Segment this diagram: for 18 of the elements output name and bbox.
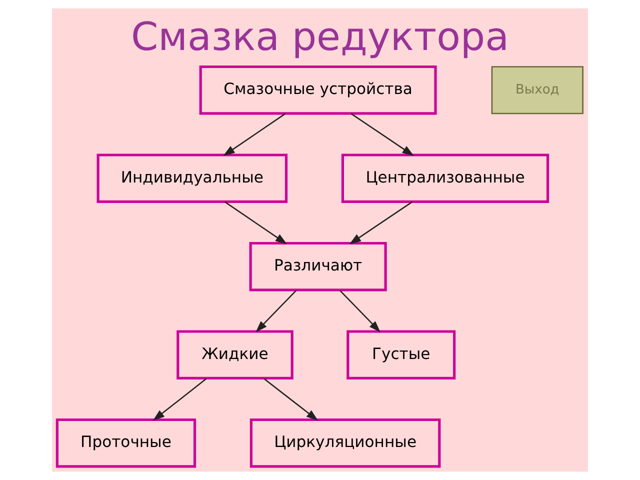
node-box: Жидкие — [176, 330, 294, 380]
diagram-title: Смазка редуктора — [131, 14, 509, 60]
node-box: Густые — [346, 330, 456, 380]
label: Выход — [516, 82, 560, 98]
node-box: Индивидуальные — [96, 154, 288, 204]
arrow — [349, 201, 413, 244]
arrow — [224, 201, 288, 244]
arrow — [264, 378, 318, 421]
arrow — [339, 290, 380, 332]
node-box: Циркуляционные — [250, 418, 441, 468]
arrow — [256, 290, 297, 332]
arrow — [350, 113, 414, 156]
node-box: Централизованные — [341, 154, 550, 204]
arrow — [223, 113, 286, 156]
node-box: Смазочные устройства — [199, 65, 437, 115]
node-box: Различают — [249, 242, 387, 292]
arrow — [152, 378, 207, 421]
node-box: Проточные — [56, 418, 196, 468]
